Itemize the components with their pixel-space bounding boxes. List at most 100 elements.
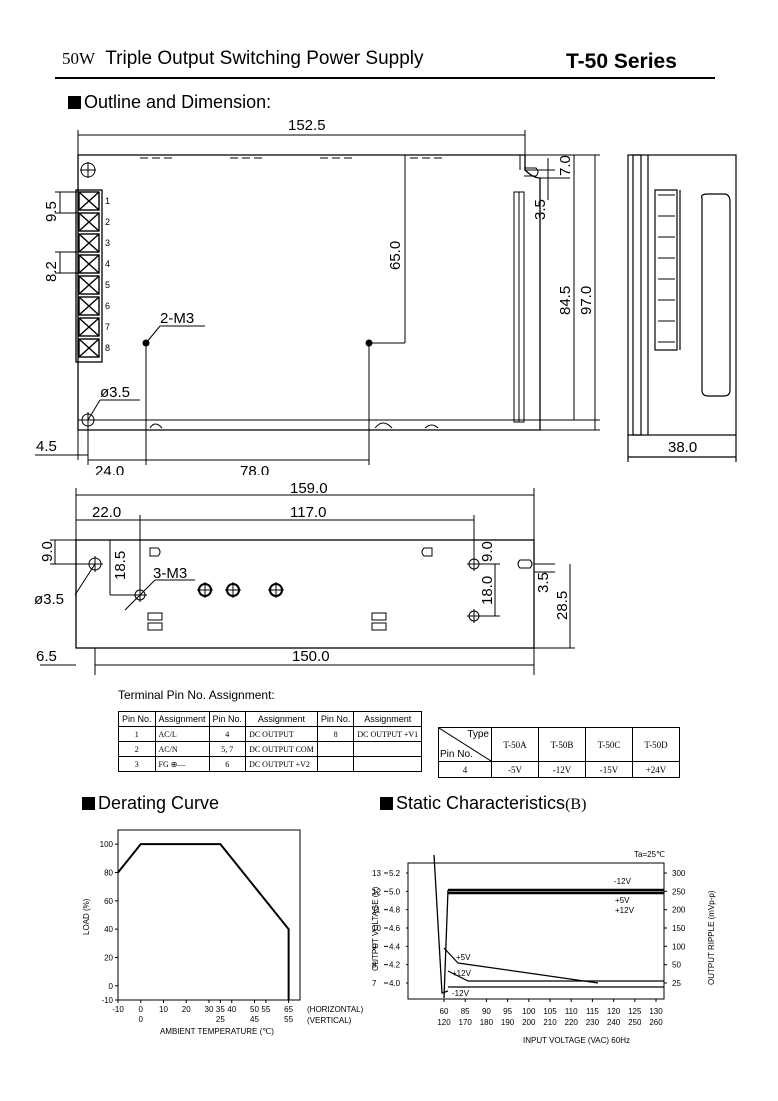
dim-label: 2-M3 bbox=[160, 310, 194, 327]
dim-label: ø3.5 bbox=[34, 591, 64, 608]
derating-heading: Derating Curve bbox=[82, 793, 219, 814]
bottom-view-drawing: 159.0 22.0 117.0 9.0 18.5 3-M3 ø3.5 9.0 … bbox=[34, 480, 575, 675]
y-tick-label: 60 bbox=[104, 897, 113, 906]
dim-label: 97.0 bbox=[578, 286, 595, 315]
table-cell bbox=[316, 756, 355, 772]
dim-label: 22.0 bbox=[92, 504, 121, 521]
x-tick-label: 10 bbox=[159, 1005, 168, 1014]
pin-label: 3 bbox=[105, 238, 110, 248]
dim-label: 117.0 bbox=[290, 504, 326, 521]
table-cell: 4 bbox=[208, 726, 247, 742]
type-value: +24V bbox=[632, 761, 680, 778]
table-row: 2 AC/N 5, 7 DC OUTPUT COM bbox=[118, 741, 423, 757]
x-tick-label: 30 bbox=[205, 1005, 214, 1014]
pin-label: 1 bbox=[105, 196, 110, 206]
header-rule bbox=[55, 77, 715, 79]
table-cell: AC/L bbox=[154, 726, 210, 742]
x-tick-label: 0 bbox=[139, 1005, 144, 1014]
table-cell: AC/N bbox=[154, 741, 210, 757]
square-bullet-icon bbox=[380, 797, 393, 810]
type-value: -15V bbox=[585, 761, 633, 778]
series-label: -12V bbox=[614, 877, 632, 886]
dim-label: 38.0 bbox=[668, 439, 697, 456]
y-tick-label-inner: 4.4 bbox=[389, 942, 401, 951]
header-title-text: Triple Output Switching Power Supply bbox=[105, 48, 424, 69]
x-tick-label-top: 105 bbox=[543, 1007, 557, 1016]
series-label: +5V bbox=[456, 953, 471, 962]
type-corner-label: Type bbox=[467, 729, 489, 740]
type-table: Type Pin No. T-50A T-50B T-50C T-50D 4 -… bbox=[438, 727, 680, 778]
x-tick-label-bottom: 220 bbox=[565, 1018, 579, 1027]
table-cell: 5, 7 bbox=[208, 741, 247, 757]
y-tick-label: -10 bbox=[101, 996, 113, 1005]
dim-label: 9.0 bbox=[39, 541, 56, 562]
x-tick-label-top: 60 bbox=[440, 1007, 449, 1016]
table-cell: 1 bbox=[118, 726, 156, 742]
table-row: 3 FG ⊕— 6 DC OUTPUT +V2 bbox=[118, 756, 423, 772]
type-value: -5V bbox=[491, 761, 539, 778]
y-tick-label-inner: 5.0 bbox=[389, 887, 401, 896]
terminal-heading: Terminal Pin No. Assignment: bbox=[118, 688, 275, 702]
x-tick-label-top: 90 bbox=[482, 1007, 491, 1016]
diagonal-divider bbox=[439, 728, 491, 761]
table-cell: 6 bbox=[208, 756, 247, 772]
table-cell: 8 bbox=[316, 726, 355, 742]
table-cell bbox=[316, 741, 355, 757]
type-header: T-50A bbox=[491, 727, 539, 762]
type-header: T-50B bbox=[538, 727, 586, 762]
dim-label: 9.0 bbox=[479, 541, 496, 562]
dim-label: 3.5 bbox=[535, 572, 552, 593]
y-tick-label-outer: 9 bbox=[372, 942, 377, 951]
dim-label: 3.5 bbox=[532, 199, 549, 220]
dim-label: 78.0 bbox=[240, 463, 269, 475]
pin-label: 8 bbox=[105, 343, 110, 353]
y-tick-label-right: 300 bbox=[672, 869, 686, 878]
x-tick-label: 40 bbox=[227, 1005, 236, 1014]
dim-label: 159.0 bbox=[290, 480, 328, 497]
type-pin-cell: 4 bbox=[438, 761, 492, 778]
series-title: T-50 Series bbox=[566, 50, 677, 73]
x-tick-label: 20 bbox=[182, 1005, 191, 1014]
type-header: T-50D bbox=[632, 727, 680, 762]
low-input-curve bbox=[433, 854, 449, 994]
dim-label: 24.0 bbox=[95, 463, 124, 475]
dim-label: 84.5 bbox=[557, 286, 574, 315]
x-tick-label-bottom: 190 bbox=[501, 1018, 515, 1027]
square-bullet-icon bbox=[82, 797, 95, 810]
ripple-5v-curve bbox=[443, 947, 599, 984]
y-tick-label-outer: 7 bbox=[372, 979, 377, 988]
x-tick-label-bottom: 210 bbox=[543, 1018, 557, 1027]
dim-label: 7.0 bbox=[557, 155, 574, 176]
square-bullet-icon bbox=[68, 96, 81, 109]
pin-corner-label: Pin No. bbox=[440, 749, 473, 760]
plot-frame bbox=[117, 829, 301, 1001]
table-cell bbox=[353, 756, 423, 772]
terminal-table: Pin No. Assignment Pin No. Assignment Pi… bbox=[118, 711, 423, 772]
x-tick-label-top: 95 bbox=[503, 1007, 512, 1016]
ripple-12v-curve bbox=[447, 970, 664, 982]
x-tick-label-vertical: 0 bbox=[139, 1015, 144, 1024]
x-tick-label-top: 100 bbox=[522, 1007, 536, 1016]
table-cell: 3 bbox=[118, 756, 156, 772]
y-tick-label-inner: 4.0 bbox=[389, 979, 401, 988]
y-axis-label: LOAD (%) bbox=[82, 898, 91, 935]
x-tick-label: 35 bbox=[216, 1005, 225, 1014]
x-tick-label-bottom: 260 bbox=[649, 1018, 663, 1027]
y-tick-label-outer: 13 bbox=[372, 869, 381, 878]
y-tick-label-outer: 8 bbox=[372, 961, 377, 970]
y-tick-label: 20 bbox=[104, 954, 113, 963]
x-tick-label-top: 130 bbox=[649, 1007, 663, 1016]
table-cell: DC OUTPUT COM bbox=[245, 741, 318, 757]
outline-heading-text: Outline and Dimension: bbox=[84, 92, 272, 112]
table-cell: DC OUTPUT +V1 bbox=[353, 726, 423, 742]
dim-label: 6.5 bbox=[36, 648, 57, 665]
x-tick-label-top: 85 bbox=[461, 1007, 470, 1016]
plot-frame bbox=[407, 862, 665, 1000]
static-heading-suffix: (B) bbox=[565, 796, 587, 813]
dim-label: 8.2 bbox=[43, 261, 60, 282]
y-tick-label-right: 50 bbox=[672, 961, 681, 970]
x-tick-label: 50 bbox=[250, 1005, 259, 1014]
dim-label: ø3.5 bbox=[100, 384, 130, 401]
